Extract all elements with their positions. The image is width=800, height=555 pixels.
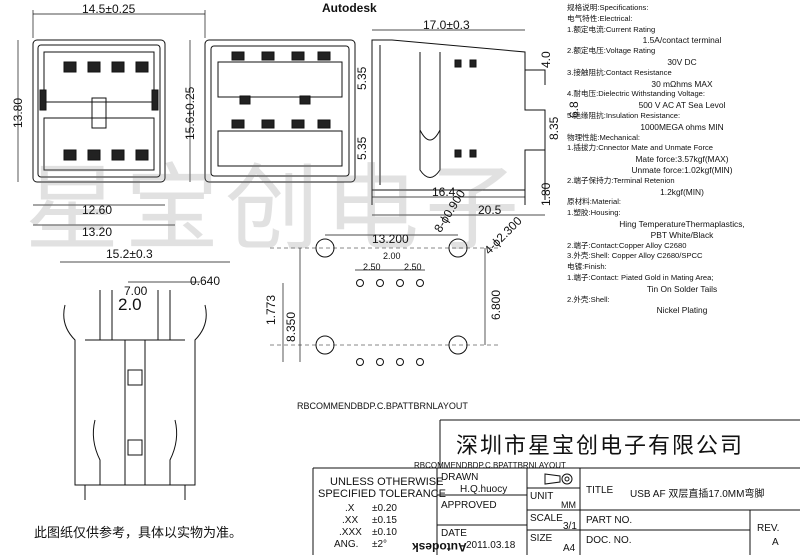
scale-label: SCALE bbox=[530, 513, 563, 524]
spec-force: 1.插拔力:Cnnector Mate and Unmate Force bbox=[567, 143, 714, 153]
spec-electrical: 电气特性:Electrical: bbox=[567, 13, 633, 23]
watermark: 星宝创电子 bbox=[25, 155, 526, 264]
tolerance-xx-value: ±0.15 bbox=[372, 515, 397, 526]
spec-retention-value: 1.2kgf(MIN) bbox=[660, 186, 704, 197]
autodesk-label-bottom: Autodesk bbox=[412, 540, 467, 554]
spec-finish-contact-value: Tin On Solder Tails bbox=[646, 283, 718, 294]
dim-pcb-8350: 8.350 bbox=[284, 311, 298, 342]
spec-resistance-value: 30 mΩhms MAX bbox=[651, 78, 713, 89]
title-value: USB AF 双层直插17.0MM弯脚 bbox=[630, 489, 765, 500]
tolerance-x-label: .X bbox=[345, 503, 355, 514]
dim-bottom-20: 2.0 bbox=[118, 295, 142, 314]
title-block-layout-ref: RBCOMMENDBDP.C.BPATTBRNLAYOUT bbox=[414, 461, 566, 470]
size-label: SIZE bbox=[530, 533, 553, 544]
dim-pcb-pitch-a: 2.50 bbox=[363, 262, 381, 272]
rev-label: REV. bbox=[757, 523, 780, 534]
tolerance-xxx-value: ±0.10 bbox=[372, 527, 397, 538]
unit-value: MM bbox=[561, 500, 576, 510]
scale-value: 3/1 bbox=[563, 521, 577, 532]
dim-side-164: 16.4 bbox=[432, 185, 456, 199]
dim-side-205: 20.5 bbox=[478, 203, 502, 217]
pcb-layout bbox=[270, 234, 500, 366]
dim-front-width: 14.5±0.25 bbox=[82, 2, 136, 16]
dim-side-835: 8.35 bbox=[547, 116, 561, 140]
spec-voltage-value: 30V DC bbox=[667, 56, 697, 67]
spec-finish-contact: 1.端子:Contact: Piated Gold in Mating Area… bbox=[567, 272, 714, 282]
unit-label: UNIT bbox=[530, 491, 554, 502]
dim-side-535b: 5.35 bbox=[355, 136, 369, 160]
spec-mechanical: 物理性能:Mechanical: bbox=[567, 132, 641, 142]
spec-voltage: 2.额定电压:Voltage Rating bbox=[567, 46, 656, 56]
dim-front-bottom-outer: 13.20 bbox=[82, 225, 113, 239]
date-label: DATE bbox=[441, 528, 467, 539]
spec-current-value: 1.5A/contact terminal bbox=[642, 35, 722, 46]
tolerance-header-2: SPECIFIED TOLERANCE bbox=[318, 488, 446, 500]
dim-pcb-6800: 6.800 bbox=[489, 289, 503, 320]
tolerance-xx-label: .XX bbox=[342, 515, 359, 526]
dim-side-535a: 5.35 bbox=[355, 66, 369, 90]
tolerance-ang-value: ±2° bbox=[372, 539, 388, 550]
dim-bottom-0640: 0.640 bbox=[190, 274, 221, 288]
spec-insulation: 5.绝缘阻抗:Insulation Resistance: bbox=[567, 110, 681, 120]
approved-label: APPROVED bbox=[441, 500, 497, 511]
dim-pcb-pitch-c: 2.50 bbox=[404, 262, 422, 272]
dim-pcb-pitch-b: 2.00 bbox=[383, 251, 401, 261]
spec-contact: 2.端子:Contact:Copper Alloy C2680 bbox=[567, 240, 687, 250]
dim-front-bottom-inner: 12.60 bbox=[82, 203, 113, 217]
spec-retention: 2.端子保持力:Terminal Retenion bbox=[567, 175, 675, 185]
part-no-label: PART NO. bbox=[586, 515, 633, 526]
size-value: A4 bbox=[563, 543, 576, 554]
spec-finish: 电镀:Finish: bbox=[567, 262, 607, 272]
dim-bottom-700: 7.00 bbox=[124, 284, 148, 298]
tolerance-header-1: UNLESS OTHERWISE bbox=[330, 476, 444, 488]
tolerance-xxx-label: .XXX bbox=[339, 527, 362, 538]
tolerance-ang-label: ANG. bbox=[334, 539, 359, 550]
pcb-layout-name: RBCOMMENDBDP.C.BPATTBRNLAYOUT bbox=[297, 401, 468, 411]
title-label: TITLE bbox=[586, 485, 614, 496]
drawn-value: H.Q.huocy bbox=[460, 484, 508, 495]
front-view-left bbox=[32, 39, 166, 183]
dim-pcb-1773: 1.773 bbox=[264, 294, 278, 325]
spec-dielectric: 4.耐电压:Dielectric Withstanding Voltage: bbox=[567, 89, 706, 99]
title-block-lines bbox=[312, 419, 800, 555]
doc-no-label: DOC. NO. bbox=[586, 535, 632, 546]
dim-side-180: 1.80 bbox=[539, 182, 553, 206]
dim-side-40: 4.0 bbox=[539, 51, 553, 68]
date-value: 2011.03.18 bbox=[466, 540, 516, 551]
spec-material: 原材料:Material: bbox=[567, 197, 622, 207]
dim-bottom-width: 15.2±0.3 bbox=[106, 247, 153, 261]
front-view-right bbox=[204, 39, 356, 183]
spec-finish-shell-value: Nickel Plating bbox=[656, 305, 708, 316]
spec-shell: 3.外壳:Shell: Copper Alloy C2680/SPCC bbox=[567, 251, 703, 261]
spec-title: 规格说明:Specifications: bbox=[567, 3, 649, 12]
rev-value: A bbox=[772, 537, 779, 548]
dim-pcb-13200: 13.200 bbox=[372, 232, 409, 246]
drawn-label: DRAWN bbox=[441, 472, 479, 483]
spec-insulation-value: 1000MEGA ohms MIN bbox=[640, 121, 724, 132]
autodesk-label-top: Autodesk bbox=[322, 1, 377, 15]
spec-current: 1.额定电流:Current Rating bbox=[567, 24, 656, 34]
dim-side-length: 17.0±0.3 bbox=[423, 18, 470, 32]
specifications-panel: 规格说明:Specifications: 电气特性:Electrical: 1.… bbox=[567, 3, 797, 316]
reference-note: 此图纸仅供参考，具体以实物为准。 bbox=[34, 525, 243, 540]
dim-front-height-left: 13.80 bbox=[11, 97, 25, 128]
spec-housing: 1.塑胶:Housing: bbox=[567, 208, 621, 218]
projection-symbol-icon bbox=[544, 473, 573, 485]
bottom-view bbox=[60, 261, 230, 500]
spec-dielectric-value: 500 V AC AT Sea Levol bbox=[638, 100, 726, 111]
side-view bbox=[371, 39, 546, 205]
spec-housing-value-1: Hing TemperatureThermaplastics, bbox=[619, 218, 745, 229]
spec-housing-value-2: PBT White/Black bbox=[650, 229, 714, 240]
spec-resistance: 3.接触阻抗:Contact Resistance bbox=[567, 67, 672, 77]
spec-mate-value: Mate force:3.57kgf(MAX) bbox=[635, 154, 729, 165]
spec-unmate-value: Unmate force:1.02kgf(MIN) bbox=[631, 164, 733, 175]
dim-front-height-right: 15.6±0.25 bbox=[183, 86, 197, 140]
company-name: 深圳市星宝创电子有限公司 bbox=[456, 434, 745, 459]
spec-finish-shell: 2.外壳:Shell: bbox=[567, 294, 610, 304]
tolerance-x-value: ±0.20 bbox=[372, 503, 397, 514]
